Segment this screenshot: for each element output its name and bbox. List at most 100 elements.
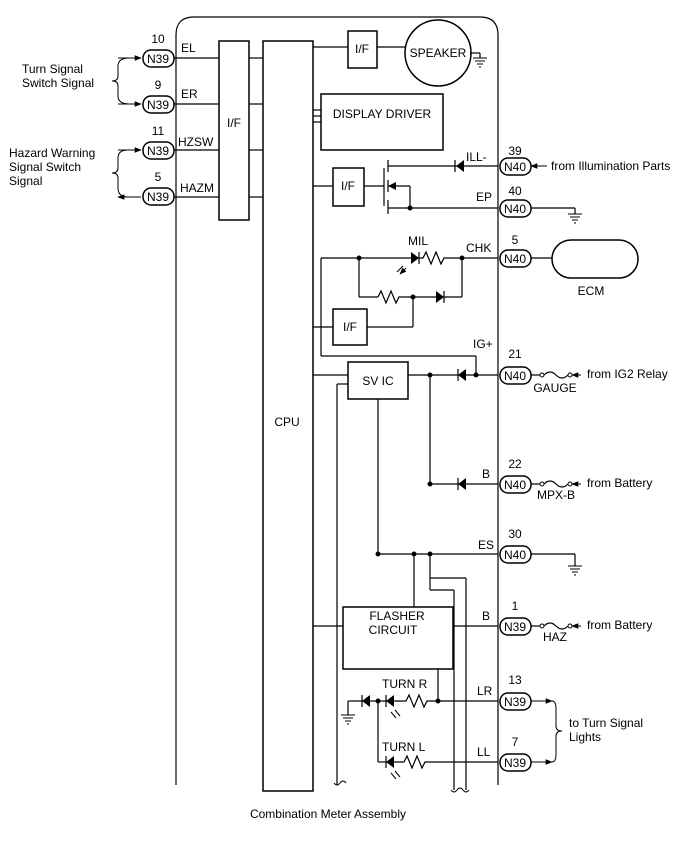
if-left-label: I/F — [227, 116, 241, 130]
mil-led-icon — [411, 252, 419, 264]
cpu-block — [262, 40, 314, 792]
svg-text:CHK: CHK — [466, 241, 491, 255]
turn-lights-bracket — [538, 700, 563, 763]
svg-text:21: 21 — [508, 347, 522, 361]
svg-text:10: 10 — [151, 32, 165, 46]
svg-text:ILL-: ILL- — [466, 150, 487, 164]
turn-l-led-icon — [386, 756, 394, 768]
ecm-block — [551, 239, 639, 279]
turn-signal-bracket — [111, 57, 131, 105]
svg-text:LL: LL — [477, 745, 491, 759]
if-left-block — [218, 40, 250, 221]
if-mil-label: I/F — [343, 320, 357, 334]
speaker-label: SPEAKER — [410, 46, 467, 60]
turn-l-label: TURN L — [382, 740, 426, 754]
mpx-b-fuse-icon — [531, 480, 573, 488]
svg-text:N40: N40 — [504, 478, 526, 492]
svg-text:N39: N39 — [147, 98, 169, 112]
svg-text:N40: N40 — [504, 369, 526, 383]
ig-diode-icon — [458, 369, 466, 381]
if-speaker-label: I/F — [355, 42, 369, 56]
from-battery-2-label: from Battery — [587, 618, 652, 632]
turn-r-led-icon — [386, 695, 394, 707]
svg-text:HAZ: HAZ — [543, 630, 567, 644]
sv-ic-block — [347, 361, 409, 400]
right-terminal-es: ES 30 N40 — [478, 527, 582, 576]
svg-text:N39: N39 — [147, 190, 169, 204]
assembly-label: Combination Meter Assembly — [250, 807, 406, 821]
mil-label: MIL — [408, 234, 428, 248]
turn-r-resistor-icon — [394, 693, 498, 709]
assembly-outline — [175, 16, 499, 785]
to-turn-lights-label-2: Lights — [569, 730, 601, 744]
svg-text:N39: N39 — [504, 695, 526, 709]
hazard-switch-label-1: Hazard Warning — [9, 146, 95, 160]
display-driver-block — [320, 93, 444, 151]
display-driver-label: DISPLAY DRIVER — [333, 107, 432, 121]
from-ig2-label: from IG2 Relay — [587, 367, 668, 381]
left-terminal-hazm: 5 N39 HAZM — [142, 170, 219, 206]
svg-text:13: 13 — [508, 673, 522, 687]
svg-text:ES: ES — [478, 538, 494, 552]
if-speaker-block — [347, 30, 378, 69]
right-terminal-ep: EP 40 N40 — [476, 184, 582, 224]
svg-text:5: 5 — [155, 170, 162, 184]
svg-text:B: B — [482, 467, 490, 481]
svg-text:N39: N39 — [504, 756, 526, 770]
to-turn-lights-label-1: to Turn Signal — [569, 716, 643, 730]
mosfet-icon — [383, 160, 411, 214]
svg-text:N40: N40 — [504, 548, 526, 562]
svg-text:22: 22 — [508, 457, 522, 471]
ep-ground-icon — [568, 213, 582, 224]
chk-diode-icon — [436, 291, 444, 303]
left-terminal-er: 9 N39 ER — [142, 78, 219, 114]
svg-text:39: 39 — [508, 144, 522, 158]
haz-fuse-icon — [531, 622, 573, 630]
hazard-bracket — [111, 149, 129, 198]
turn-ground-icon — [341, 714, 355, 725]
svg-text:ER: ER — [181, 87, 198, 101]
svg-text:HZSW: HZSW — [178, 135, 214, 149]
svg-text:7: 7 — [512, 735, 519, 749]
svg-text:1: 1 — [512, 599, 519, 613]
turn-l-resistor-icon — [394, 754, 498, 770]
if-illumination-block — [332, 167, 365, 207]
from-battery-1-label: from Battery — [587, 476, 652, 490]
flasher-circuit-block — [342, 606, 454, 670]
svg-text:N40: N40 — [504, 252, 526, 266]
svg-text:HAZM: HAZM — [180, 181, 214, 195]
flasher-label-2: CIRCUIT — [369, 623, 418, 637]
svg-text:N40: N40 — [504, 160, 526, 174]
hazard-switch-label-2: Signal Switch — [9, 160, 81, 174]
sv-ic-label: SV IC — [362, 374, 394, 388]
gauge-fuse-icon — [531, 371, 573, 379]
right-terminal-chk: CHK 5 N40 ECM — [466, 233, 639, 298]
cpu-label: CPU — [274, 415, 299, 429]
mil-resistor-icon — [419, 250, 498, 266]
from-illumination-label: from Illumination Parts — [551, 159, 670, 173]
svg-text:EL: EL — [181, 41, 196, 55]
right-terminal-b-1: B 1 N39 HAZ from Battery — [482, 599, 652, 644]
turn-signal-switch-label-1: Turn Signal — [22, 62, 83, 76]
svg-text:30: 30 — [508, 527, 522, 541]
es-ground-icon — [568, 565, 582, 576]
svg-text:GAUGE: GAUGE — [533, 381, 576, 395]
turn-r-label: TURN R — [382, 677, 428, 691]
svg-text:EP: EP — [476, 190, 492, 204]
right-terminal-b-22: B 22 N40 MPX-B from Battery — [482, 457, 652, 502]
if-mil-block — [332, 308, 368, 346]
svg-text:40: 40 — [508, 184, 522, 198]
chk-resistor-icon — [377, 289, 436, 305]
right-terminal-ll: LL 7 N39 — [477, 735, 553, 772]
b-diode-icon — [458, 478, 466, 490]
turn-signal-switch-label-2: Switch Signal — [22, 76, 94, 90]
svg-text:9: 9 — [155, 78, 162, 92]
svg-text:N39: N39 — [504, 620, 526, 634]
svg-text:MPX-B: MPX-B — [537, 488, 575, 502]
ill-diode-icon — [456, 160, 464, 172]
svg-text:IG+: IG+ — [473, 337, 493, 351]
ecm-label: ECM — [578, 284, 605, 298]
right-terminal-ill: ILL- 39 N40 from Illumination Parts — [466, 144, 670, 176]
svg-text:5: 5 — [512, 233, 519, 247]
